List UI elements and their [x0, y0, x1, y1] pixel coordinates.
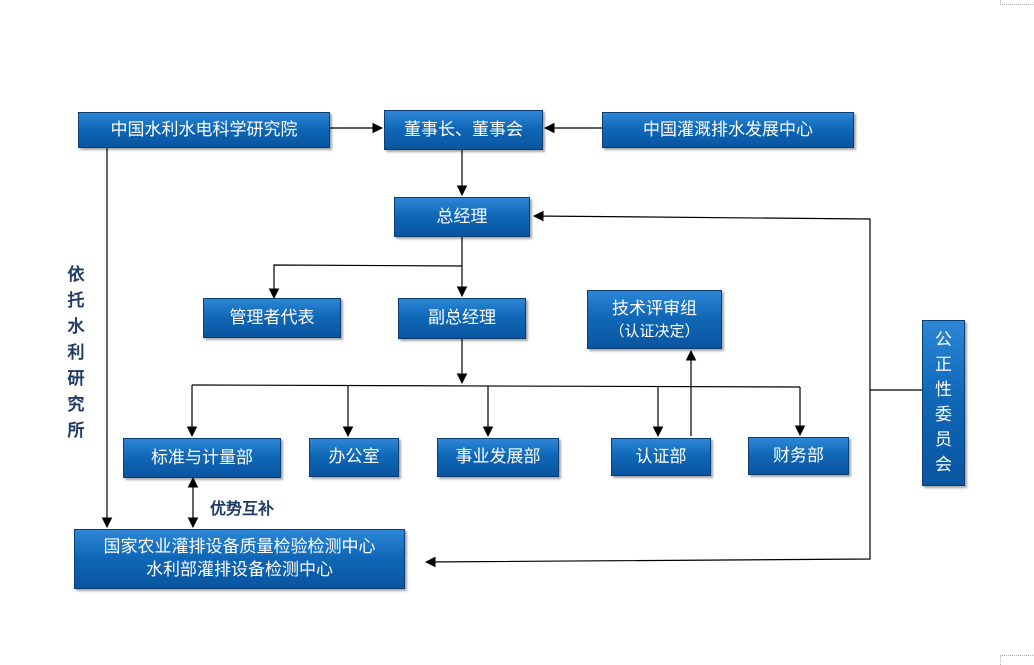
line-dept-bus [191, 384, 801, 388]
node-cert-dept: 认证部 [611, 438, 711, 476]
node-finance-dept: 财务部 [748, 437, 849, 475]
node-deputy-gm: 副总经理 [398, 298, 526, 339]
label-complement: 优势互补 [210, 499, 275, 518]
line-impartiality-testcenter [424, 390, 871, 568]
node-business-dept: 事业发展部 [437, 438, 559, 477]
node-gm-label: 总经理 [436, 206, 488, 227]
line-impartiality-gm [532, 210, 871, 390]
line-gm-mgmtrep [268, 264, 463, 300]
corner-mark-top-right [1000, 0, 1034, 5]
node-irrigation-center-label: 中国灌溉排水发展中心 [643, 119, 813, 140]
node-test-center: 国家农业灌排设备质量检验检测中心 水利部灌排设备检测中心 [74, 529, 405, 589]
node-std-dept: 标准与计量部 [123, 438, 281, 478]
node-business-dept-label: 事业发展部 [455, 447, 541, 468]
corner-mark-bottom-right [1000, 655, 1034, 665]
node-institute-label: 中国水利水电科学研究院 [110, 119, 298, 140]
node-board: 董事长、董事会 [384, 110, 543, 150]
node-institute: 中国水利水电科学研究院 [78, 112, 330, 148]
node-deputy-gm-label: 副总经理 [428, 308, 496, 329]
node-cert-dept-label: 认证部 [635, 446, 687, 467]
node-finance-dept-label: 财务部 [773, 445, 824, 466]
node-impartiality: 公正性委员会 [922, 320, 965, 486]
node-tech-review-label: 技术评审组 [612, 298, 697, 319]
node-tech-review-sublabel: （认证决定） [609, 321, 700, 340]
node-irrigation-center: 中国灌溉排水发展中心 [602, 112, 854, 148]
node-impartiality-label: 公正性委员会 [935, 330, 952, 475]
node-office: 办公室 [309, 438, 399, 477]
node-std-dept-label: 标准与计量部 [151, 447, 253, 468]
node-tech-review: 技术评审组 （认证决定） [587, 290, 722, 349]
node-board-label: 董事长、董事会 [404, 119, 523, 140]
node-gm: 总经理 [394, 197, 530, 237]
node-mgmt-rep: 管理者代表 [203, 298, 341, 338]
label-rely-on: 依托水利研究所 [67, 265, 85, 441]
node-test-center-line1: 国家农业灌排设备质量检验检测中心 [103, 537, 376, 558]
node-test-center-line2: 水利部灌排设备检测中心 [146, 560, 333, 580]
node-office-label: 办公室 [328, 447, 380, 468]
node-mgmt-rep-label: 管理者代表 [229, 307, 315, 328]
